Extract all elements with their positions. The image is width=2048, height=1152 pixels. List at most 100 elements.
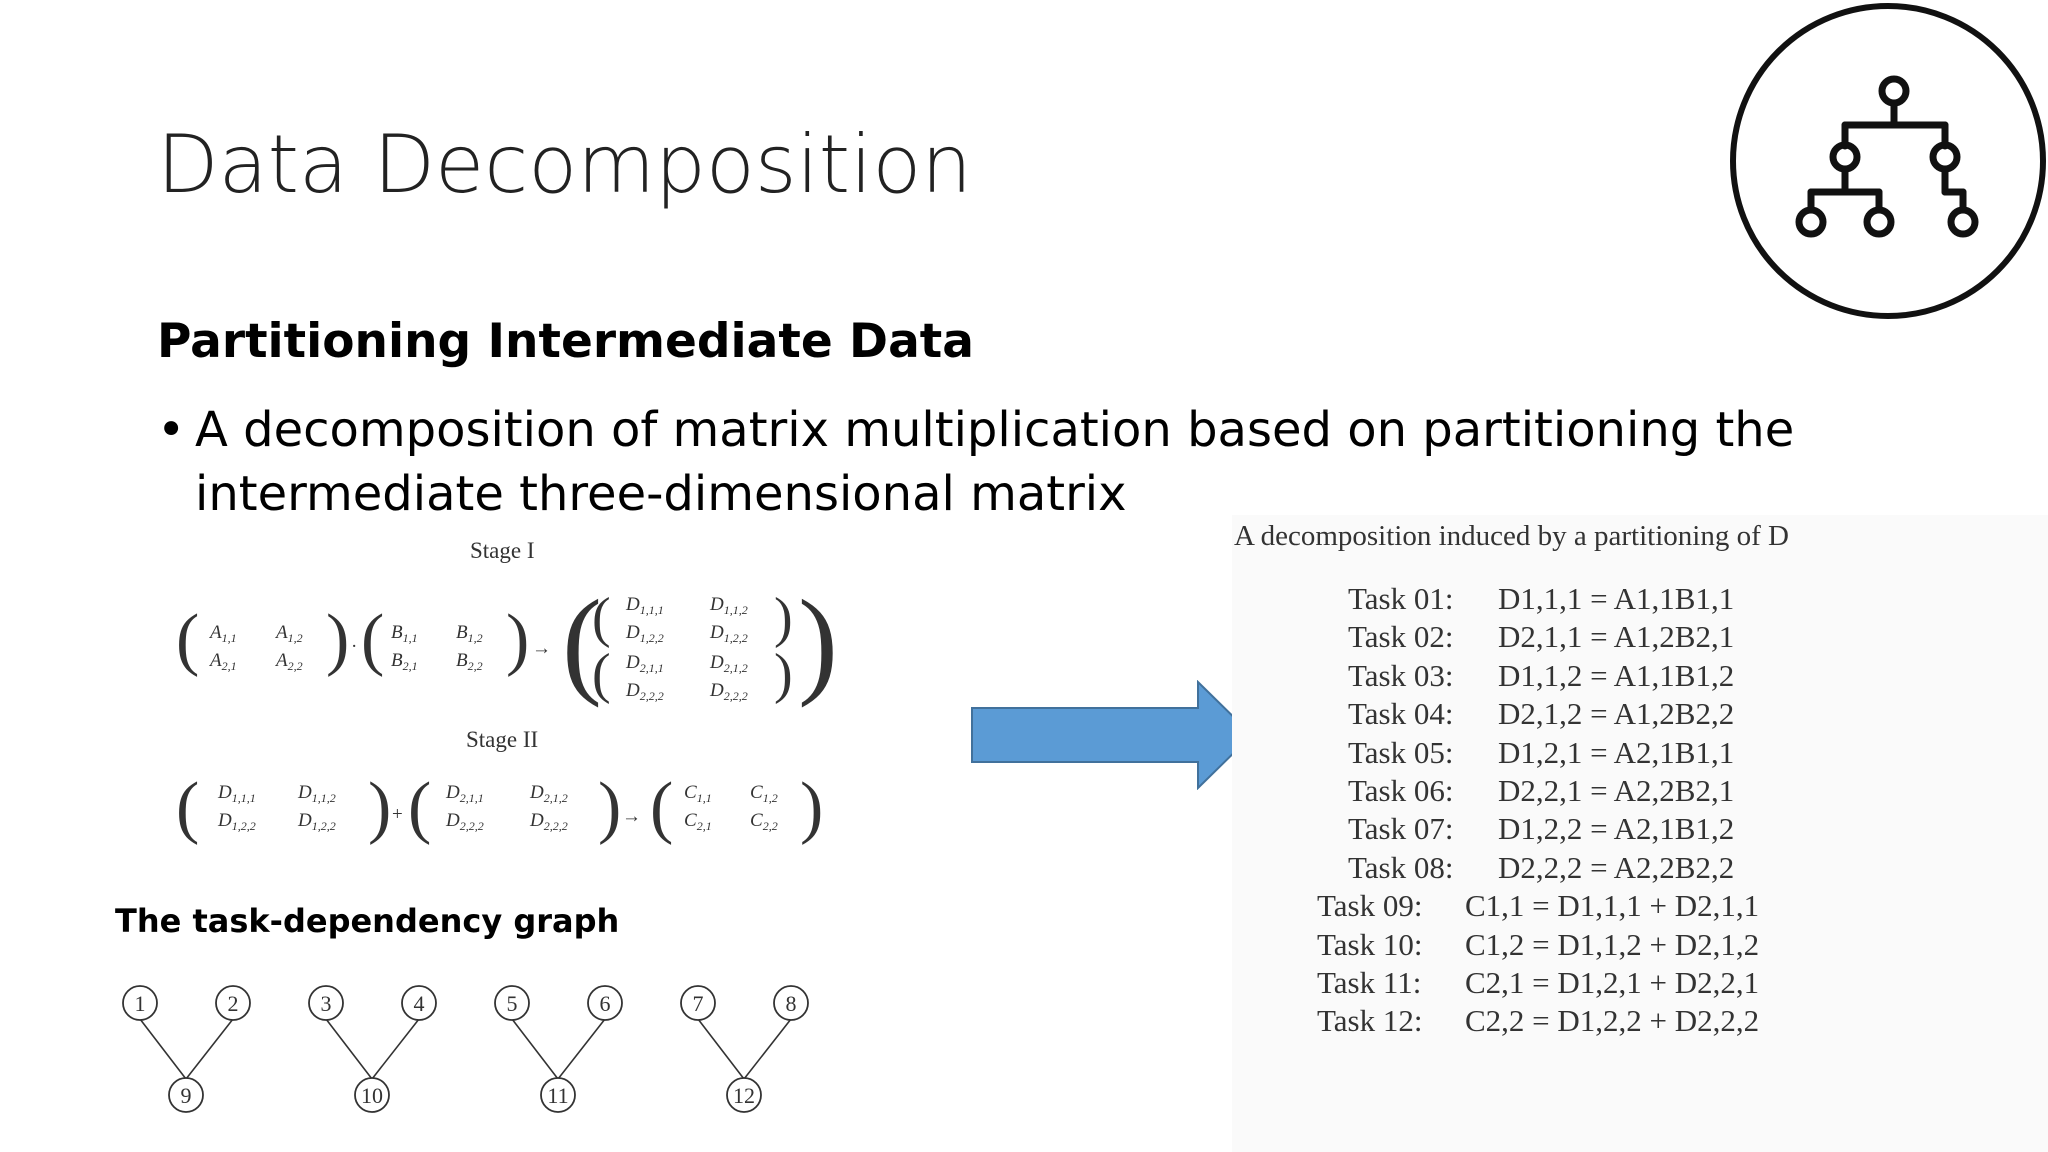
task-graph-label: The task-dependency graph (115, 902, 620, 940)
svg-text:(: ( (176, 601, 199, 678)
task-name: Task 07: (1348, 811, 1454, 847)
svg-text:D1,2,2: D1,2,2 (217, 810, 256, 833)
task-node (308, 985, 344, 1021)
svg-text:D1,2,2: D1,2,2 (297, 810, 336, 833)
task-node-label: 9 (181, 1083, 192, 1108)
task-row: Task 04:D2,1,2 = A1,2B2,2 (1300, 695, 1759, 733)
svg-text:C2,1: C2,1 (684, 810, 712, 833)
task-node (494, 985, 530, 1021)
task-name: Task 10: (1317, 926, 1423, 962)
task-equation: D1,1,1 = A1,1B1,1 (1498, 581, 1735, 616)
task-node (401, 985, 437, 1021)
bullet-text: A decomposition of matrix multiplication… (195, 402, 1795, 522)
task-equation: D1,1,2 = A1,1B1,2 (1498, 657, 1735, 693)
svg-text:C1,1: C1,1 (684, 782, 712, 805)
task-equation: C1,1 = D1,1,1 + D2,1,1 (1465, 888, 1760, 924)
svg-text:+: + (392, 804, 403, 825)
svg-text:B1,2: B1,2 (456, 622, 483, 645)
svg-text:D1,1,1: D1,1,1 (625, 594, 664, 617)
task-name: Task 05: (1348, 734, 1454, 770)
task-node (680, 985, 716, 1021)
svg-text:B2,2: B2,2 (456, 650, 483, 673)
task-name: Task 08: (1348, 849, 1454, 885)
task-name: Task 06: (1348, 773, 1454, 809)
task-name: Task 12: (1317, 1003, 1423, 1039)
task-node-label: 2 (228, 991, 239, 1016)
svg-text:(: ( (592, 643, 611, 705)
task-node-label: 12 (733, 1083, 755, 1108)
dependency-edge (557, 1018, 606, 1080)
svg-text:B2,1: B2,1 (391, 650, 418, 673)
svg-text:A1,2: A1,2 (274, 622, 303, 645)
task-name: Task 11: (1317, 965, 1422, 1001)
task-node (354, 1077, 390, 1113)
svg-text:A2,2: A2,2 (274, 650, 303, 673)
task-node (587, 985, 623, 1021)
stage1-label: Stage I (470, 538, 535, 563)
task-row: Task 08:D2,2,2 = A2,2B2,2 (1300, 849, 1759, 887)
task-row: Task 05: D1,2,1 = A2,1B1,1 (1300, 734, 1759, 772)
dependency-edge (325, 1018, 373, 1080)
task-equation: C1,2 = D1,1,2 + D2,1,2 (1465, 926, 1760, 962)
task-row: Task 02: D2,1,1 = A1,2B2,1 (1300, 618, 1759, 656)
task-node (122, 985, 158, 1021)
svg-text:→: → (622, 806, 641, 827)
svg-text:): ) (368, 769, 391, 846)
svg-text:): ) (798, 580, 836, 708)
svg-text:(: ( (176, 769, 199, 846)
task-row: Task 11: C2,1 = D1,2,1 + D2,2,1 (1300, 964, 1759, 1002)
task-node (540, 1077, 576, 1113)
svg-text:D1,1,2: D1,1,2 (709, 594, 748, 617)
task-row: Task 07: D1,2,2 = A2,1B1,2 (1300, 810, 1759, 848)
svg-text:D2,2,2: D2,2,2 (625, 680, 664, 703)
task-equation: D2,1,1 = A1,2B2,1 (1498, 619, 1735, 655)
task-node-label: 1 (135, 991, 146, 1016)
task-name: Task 03: (1348, 657, 1454, 693)
dependency-edge (185, 1018, 234, 1080)
task-row: Task 09: C1,1 = D1,1,1 + D2,1,1 (1300, 887, 1759, 925)
task-row: Task 10: C1,2 = D1,1,2 + D2,1,2 (1300, 926, 1759, 964)
task-node-label: 4 (414, 991, 425, 1016)
right-arrow-icon (971, 680, 1254, 790)
bullet-marker: • (157, 402, 186, 458)
task-equation: D1,2,1 = A2,1B1,1 (1498, 734, 1735, 770)
task-node-label: 5 (507, 991, 518, 1016)
svg-text:D1,1,1: D1,1,1 (217, 782, 256, 805)
svg-text:C2,2: C2,2 (750, 810, 778, 833)
svg-text:A1,1: A1,1 (208, 622, 237, 645)
svg-text:D2,1,1: D2,1,1 (625, 652, 664, 675)
svg-text:→: → (532, 638, 551, 659)
svg-text:D2,1,2: D2,1,2 (709, 652, 748, 675)
task-name: Task 01: (1348, 581, 1454, 616)
svg-text:): ) (774, 587, 793, 649)
svg-text:(: ( (408, 769, 431, 846)
task-name: Task 02: (1348, 619, 1454, 655)
stage2-matrix-figure: ( D1,1,1 D1,1,2 D1,2,2 D1,2,2 ) + ( D2,1… (176, 769, 823, 846)
task-node (168, 1077, 204, 1113)
task-equation: C2,1 = D1,2,1 + D2,2,1 (1465, 965, 1760, 1001)
svg-text:(: ( (562, 580, 602, 708)
task-name: Task 09: (1317, 888, 1423, 924)
task-equation: C2,2 = D1,2,2 + D2,2,2 (1465, 1003, 1760, 1039)
dependency-edge (511, 1018, 559, 1080)
task-row: Task 12: C2,2 = D1,2,2 + D2,2,2 (1300, 1002, 1759, 1040)
task-row: Task 01: D1,1,1 = A1,1B1,1 (1300, 580, 1759, 618)
task-node-label: 7 (693, 991, 704, 1016)
stage1-matrix-figure: ( A1,1 A1,2 A2,1 A2,2 ) · ( B1,1 B1,2 B2… (176, 580, 836, 708)
bullet-point: • A decomposition of matrix multiplicati… (157, 398, 1877, 526)
svg-text:D1,2,2: D1,2,2 (709, 622, 748, 645)
task-node-label: 6 (600, 991, 611, 1016)
task-row: Task 03: D1,1,2 = A1,1B1,2 (1300, 657, 1759, 695)
task-equation: D1,2,2 = A2,1B1,2 (1498, 811, 1735, 847)
task-node-label: 10 (361, 1083, 383, 1108)
svg-text:): ) (598, 769, 621, 846)
svg-text:D2,2,2: D2,2,2 (529, 810, 568, 833)
task-equation: D2,1,2 = A1,2B2,2 (1498, 696, 1735, 732)
task-node-label: 3 (321, 991, 332, 1016)
svg-text:D2,2,2: D2,2,2 (445, 810, 484, 833)
dependency-edge (371, 1018, 420, 1080)
svg-text:(: ( (361, 601, 384, 678)
svg-text:A2,1: A2,1 (208, 650, 237, 673)
